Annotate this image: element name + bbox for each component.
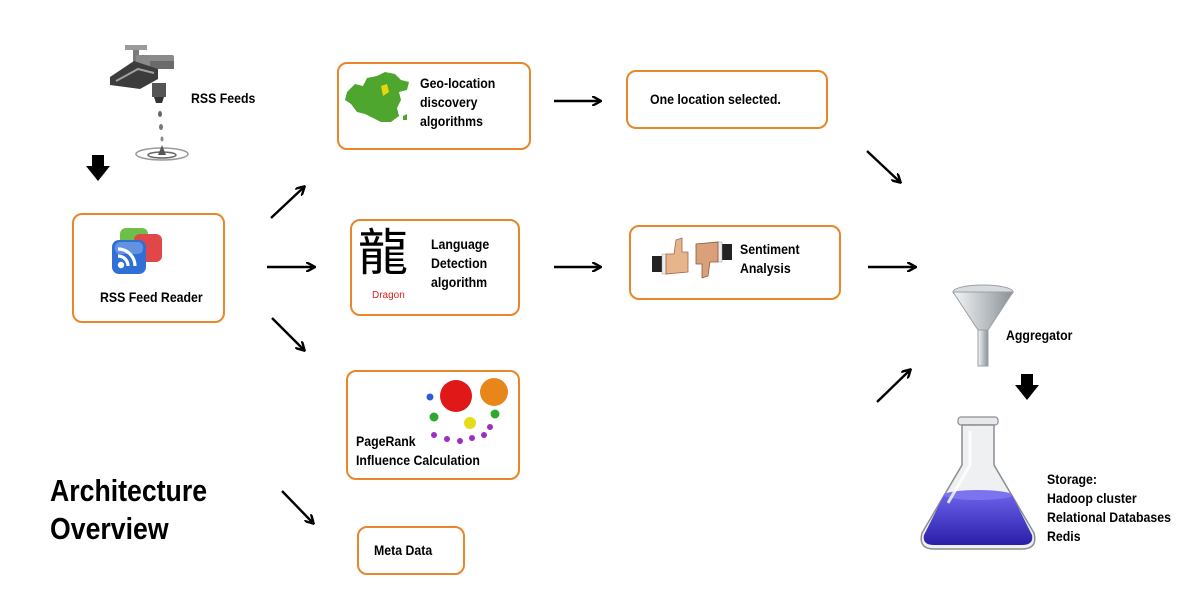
language-detection-box — [350, 219, 520, 316]
china-map-icon — [345, 72, 409, 122]
title-line-2: Overview — [50, 511, 169, 546]
arrow-reader-to-pagerank — [271, 317, 304, 350]
dragon-caption: Dragon — [372, 290, 405, 301]
arrow-pagerank-to-aggregator — [876, 370, 910, 403]
location-selected-label: One location selected. — [650, 91, 781, 107]
sentiment-line-1: Sentiment — [740, 241, 800, 257]
rss-feed-reader-box — [72, 213, 225, 323]
arrow-feeds-to-reader — [86, 155, 110, 181]
language-line-3: algorithm — [431, 274, 488, 290]
aggregator-label: Aggregator — [1006, 327, 1073, 343]
thumbs-icon — [652, 237, 732, 279]
meta-data-box — [357, 526, 465, 575]
arrow-aggregator-to-storage — [1015, 374, 1039, 400]
storage-line-1: Storage: — [1047, 471, 1097, 487]
graph-icon — [426, 378, 508, 444]
sentiment-line-2: Analysis — [740, 260, 791, 276]
storage-line-3: Relational Databases — [1047, 509, 1171, 525]
title-line-1: Architecture — [50, 473, 208, 508]
language-line-2: Detection — [431, 255, 488, 271]
rss-feeds-label: RSS Feeds — [191, 90, 256, 106]
storage-line-2: Hadoop cluster — [1047, 490, 1137, 506]
location-selected-box — [626, 70, 828, 129]
geo-line-3: algorithms — [420, 113, 483, 129]
meta-data-label: Meta Data — [374, 542, 433, 558]
geo-line-2: discovery — [420, 94, 478, 110]
faucet-icon — [110, 45, 189, 161]
dragon-character: 龍 — [358, 224, 408, 282]
pagerank-line-1: PageRank — [356, 433, 416, 449]
flask-icon — [920, 416, 1036, 550]
arrow-location-to-aggregator — [866, 150, 900, 182]
arrow-reader-to-geo — [270, 187, 304, 219]
rss-feed-reader-label: RSS Feed Reader — [100, 289, 203, 305]
storage-line-4: Redis — [1047, 528, 1081, 544]
funnel-icon — [952, 284, 1014, 367]
arrow-to-meta — [281, 490, 313, 523]
pagerank-line-2: Influence Calculation — [356, 452, 480, 468]
geo-line-1: Geo-location — [420, 75, 496, 91]
rss-icon — [112, 228, 162, 274]
language-line-1: Language — [431, 236, 490, 252]
